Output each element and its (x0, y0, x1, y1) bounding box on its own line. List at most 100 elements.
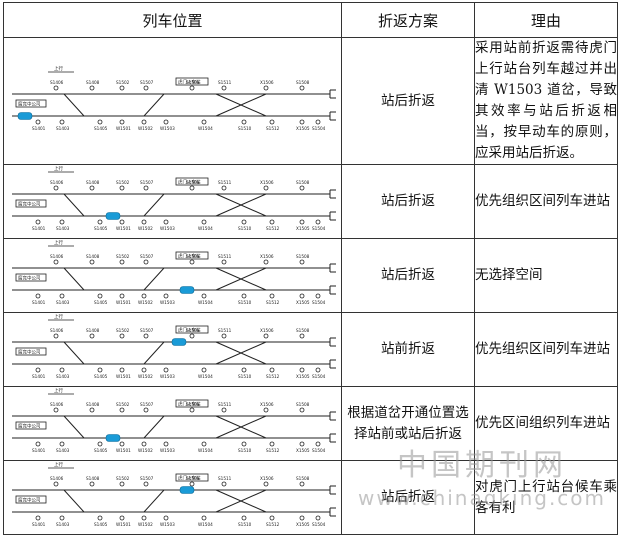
signal-label: W1503 (160, 374, 175, 379)
signal-label: W1503 (160, 300, 175, 305)
station-label: 腐竞中公司 (18, 200, 41, 207)
plan-cell: 站后折返 (341, 238, 475, 313)
signal-label: S1511 (218, 402, 232, 407)
station-box (175, 251, 209, 259)
station-box (175, 177, 209, 185)
header-plan: 折返方案 (341, 2, 475, 38)
reason-cell: 优先组织区间列车进站 (474, 312, 618, 387)
signal-label: S1507 (140, 180, 154, 185)
signal-label: S1406 (50, 80, 64, 85)
signal-icon (315, 367, 321, 372)
signal-icon (201, 441, 207, 446)
signal-label: S1403 (56, 374, 70, 379)
signal-icon (97, 441, 103, 446)
signal-label: S1507 (140, 80, 154, 85)
signal-label: S1509 (186, 476, 200, 481)
buffer-stop (329, 337, 336, 346)
signal-icon (201, 293, 207, 298)
signal-icon (89, 85, 95, 90)
turnout-line (63, 93, 85, 116)
signal-icon (97, 367, 103, 372)
signal-label: S1408 (86, 80, 100, 85)
signal-icon (299, 441, 305, 446)
signal-icon (59, 441, 65, 446)
signal-icon (263, 407, 269, 412)
station-box (15, 421, 47, 429)
signal-icon (119, 85, 125, 90)
signal-icon (201, 219, 207, 224)
signal-icon (163, 119, 169, 124)
signal-label: W1501 (116, 226, 131, 231)
direction-label: 上行 (54, 462, 63, 468)
signal-label: S1511 (218, 476, 232, 481)
signal-label: S1406 (50, 476, 64, 481)
station-box (15, 347, 47, 355)
signal-icon (119, 119, 125, 124)
station-label: 虎门火车站 (178, 474, 201, 481)
signal-label: S1508 (296, 254, 310, 259)
reason-cell: 优先区间组织列车进站 (474, 386, 618, 461)
signal-icon (97, 119, 103, 124)
signal-label: W1501 (116, 374, 131, 379)
signal-icon (35, 119, 41, 124)
signal-label: S1512 (266, 448, 280, 453)
signal-label: X1506 (260, 402, 274, 407)
signal-icon (189, 85, 195, 90)
signal-label: S1508 (296, 402, 310, 407)
signal-label: S1403 (56, 522, 70, 527)
signal-label: S1502 (116, 254, 130, 259)
signal-label: W1502 (138, 126, 153, 131)
direction-label: 上行 (54, 166, 63, 172)
signal-icon (59, 367, 65, 372)
header-reason: 理由 (474, 2, 618, 38)
signal-label: W1503 (160, 226, 175, 231)
signal-icon (53, 185, 59, 190)
signal-label: S1504 (312, 448, 326, 453)
turnout-line (63, 341, 85, 364)
signal-label: S1511 (218, 254, 232, 259)
station-label: 腐竞中公司 (18, 274, 41, 281)
signal-label: S1502 (116, 328, 130, 333)
signal-label: S1510 (238, 300, 252, 305)
signal-label: S1401 (32, 374, 46, 379)
signal-icon (221, 185, 227, 190)
signal-icon (315, 119, 321, 124)
plan-cell: 站前折返 (341, 312, 475, 387)
buffer-stop (329, 507, 336, 516)
signal-icon (241, 219, 247, 224)
header-position: 列车位置 (3, 2, 342, 38)
signal-icon (143, 481, 149, 486)
plan-cell: 根据道岔开通位置选择站前或站后折返 (341, 386, 475, 461)
signal-icon (201, 119, 207, 124)
signal-icon (315, 219, 321, 224)
signal-label: S1408 (86, 180, 100, 185)
signal-label: S1510 (238, 522, 252, 527)
signal-label: S1507 (140, 476, 154, 481)
station-box (175, 399, 209, 407)
signal-icon (119, 219, 125, 224)
signal-label: W1504 (198, 448, 213, 453)
signal-label: S1504 (312, 522, 326, 527)
signal-icon (53, 333, 59, 338)
train-icon (179, 285, 195, 294)
reason-cell: 无选择空间 (474, 238, 618, 313)
signal-label: S1408 (86, 476, 100, 481)
signal-label: S1510 (238, 226, 252, 231)
signal-icon (221, 259, 227, 264)
signal-label: S1510 (238, 374, 252, 379)
signal-label: S1408 (86, 254, 100, 259)
signal-label: S1403 (56, 300, 70, 305)
plan-cell: 站后折返 (341, 460, 475, 535)
signal-icon (119, 333, 125, 338)
signal-icon (119, 185, 125, 190)
signal-label: W1502 (138, 448, 153, 453)
